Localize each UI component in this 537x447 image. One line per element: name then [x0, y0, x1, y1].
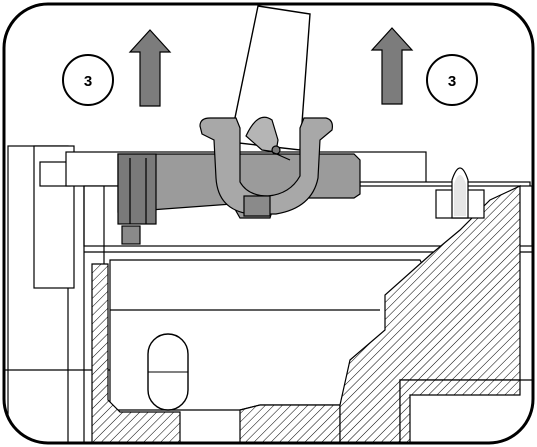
cartridge-part — [117, 116, 361, 245]
cross-section-hatching — [91, 185, 533, 443]
step-indicator-left: 3 — [62, 54, 114, 106]
oval-slot — [147, 333, 189, 411]
latch-pin — [435, 167, 485, 219]
arrow-up-left-icon — [128, 29, 172, 107]
step-indicator-right: 3 — [426, 54, 478, 106]
hatch-bottom-center — [239, 404, 341, 443]
step-number-left: 3 — [84, 73, 92, 90]
hatch-left-column — [91, 263, 181, 443]
housing-step-left — [39, 161, 71, 187]
step-number-right: 3 — [448, 73, 456, 90]
hatch-right-lower — [399, 379, 521, 443]
arrow-up-right-icon — [370, 27, 414, 105]
cartridge-end-cap — [117, 153, 157, 225]
